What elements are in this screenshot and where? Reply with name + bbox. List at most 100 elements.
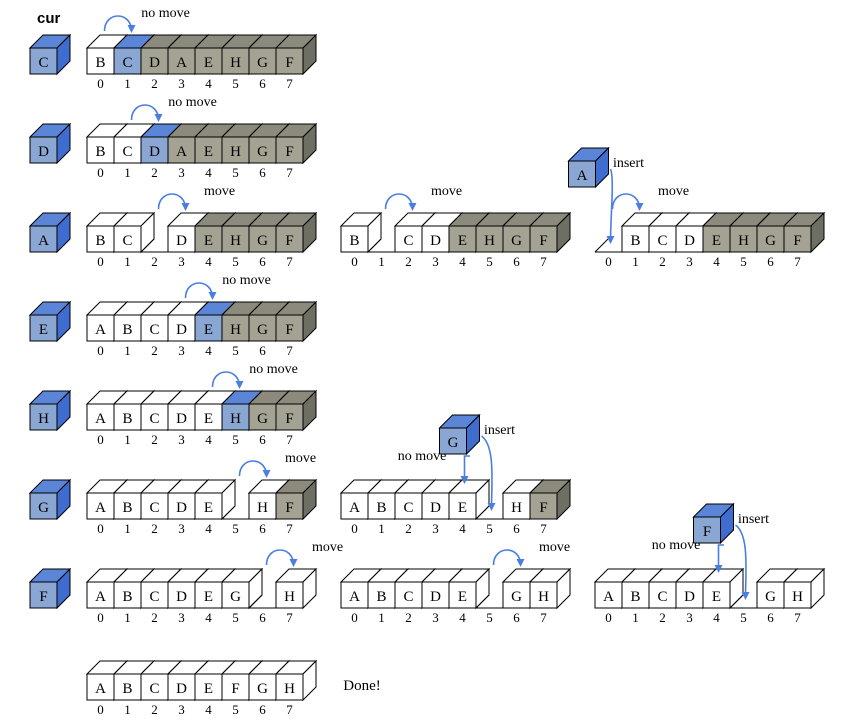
box-front (340, 581, 369, 609)
array-cell (193, 478, 237, 521)
empty-slot-edge (729, 594, 744, 609)
index-label: 1 (124, 76, 131, 91)
index-label: 5 (232, 521, 239, 536)
box-front (140, 136, 169, 164)
box-front (113, 673, 142, 701)
cell-label: B (122, 681, 132, 697)
index-label: 4 (205, 521, 212, 536)
insert-label: insert (484, 423, 515, 438)
box-front (86, 492, 115, 520)
cell-label: G (257, 144, 268, 160)
empty-slot-edge (475, 594, 490, 609)
index-label: 1 (124, 432, 131, 447)
cell-label: D (430, 589, 441, 605)
array-cell (528, 211, 572, 254)
index-label: 2 (659, 610, 666, 625)
box-front (113, 136, 142, 164)
box-front (275, 492, 304, 520)
cell-label: E (712, 233, 721, 249)
index-label: 3 (178, 165, 185, 180)
cell-label: C (403, 589, 413, 605)
cell-label: C (149, 589, 159, 605)
box-front (275, 673, 304, 701)
box-front (756, 581, 785, 609)
box-front (394, 225, 423, 253)
array-cell (782, 211, 826, 254)
index-label: 0 (605, 610, 612, 625)
cell-label: H (284, 681, 295, 697)
insert-label: insert (613, 156, 644, 171)
index-label: 4 (205, 432, 212, 447)
box-front (675, 225, 704, 253)
index-label: 4 (459, 610, 466, 625)
index-label: 7 (794, 610, 801, 625)
array-cell (339, 211, 383, 254)
box-front (221, 581, 250, 609)
cur-letter: C (38, 55, 48, 71)
cell-label: F (285, 411, 293, 427)
index-label: 3 (178, 432, 185, 447)
box-front (86, 314, 115, 342)
index-label: 0 (97, 76, 104, 91)
box-front (29, 225, 58, 253)
cell-label: C (403, 233, 413, 249)
box-front (275, 581, 304, 609)
cell-label: D (684, 233, 695, 249)
array-cell (274, 659, 318, 702)
index-label: 2 (151, 76, 158, 91)
cell-label: E (204, 322, 213, 338)
box-front (275, 136, 304, 164)
cell-label: B (95, 55, 105, 71)
index-label: 2 (405, 521, 412, 536)
index-label: 3 (686, 254, 693, 269)
cell-label: B (95, 233, 105, 249)
no-move-label: no move (652, 538, 701, 553)
index-label: 0 (97, 343, 104, 358)
cell-label: F (539, 500, 547, 516)
cell-label: G (511, 233, 522, 249)
index-label: 0 (97, 702, 104, 717)
index-label: 4 (205, 610, 212, 625)
cur-letter: H (38, 411, 49, 427)
array-cell (528, 567, 572, 610)
index-label: 1 (632, 610, 639, 625)
cell-label: B (376, 500, 386, 516)
box-front (367, 581, 396, 609)
index-label: 6 (259, 254, 266, 269)
move-label: move (658, 184, 689, 199)
insert-letter: G (448, 435, 459, 451)
move-arrow (130, 104, 163, 122)
cell-label: H (230, 55, 241, 71)
cell-label: G (257, 681, 268, 697)
index-label: 1 (124, 343, 131, 358)
box-front (167, 581, 196, 609)
cell-label: H (538, 589, 549, 605)
cur-box (28, 122, 72, 165)
box-front (675, 581, 704, 609)
index-label: 5 (232, 165, 239, 180)
index-label: 1 (124, 702, 131, 717)
cell-label: F (539, 233, 547, 249)
box-front (29, 403, 58, 431)
box-front (783, 225, 812, 253)
index-label: 5 (232, 432, 239, 447)
index-label: 4 (205, 702, 212, 717)
index-label: 7 (286, 165, 293, 180)
box-front (275, 47, 304, 75)
cell-label: D (684, 589, 695, 605)
cell-label: B (630, 589, 640, 605)
index-label: 1 (378, 254, 385, 269)
cell-label: E (204, 144, 213, 160)
cell-label: G (257, 322, 268, 338)
cell-label: F (285, 233, 293, 249)
cell-label: E (458, 500, 467, 516)
move-label: move (285, 451, 316, 466)
box-front (421, 492, 450, 520)
index-label: 7 (286, 521, 293, 536)
box-front (29, 136, 58, 164)
box-front (248, 403, 277, 431)
